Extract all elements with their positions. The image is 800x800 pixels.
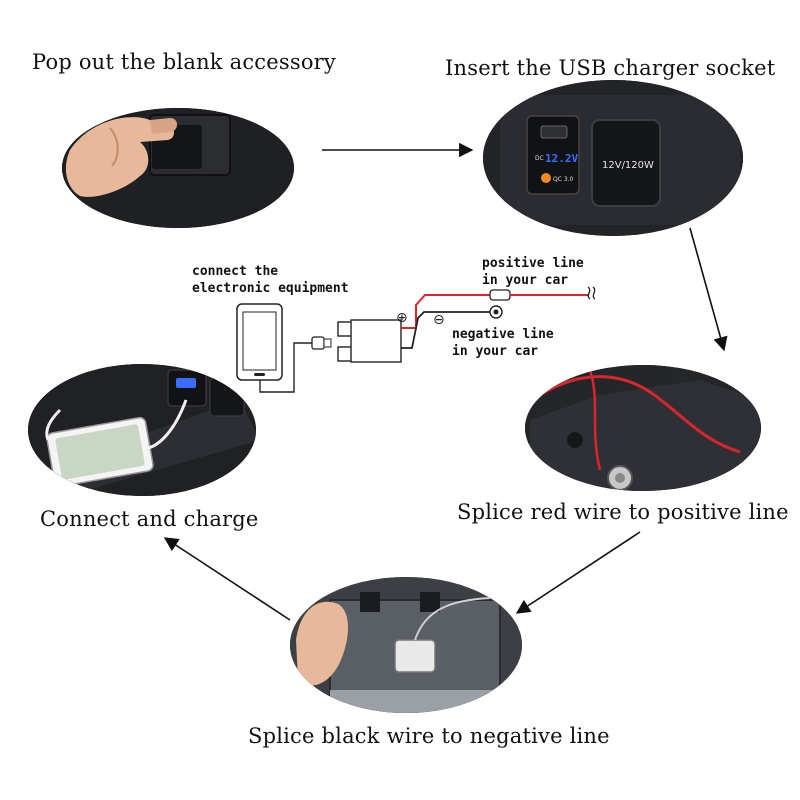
- socket-voltage-display: 12.2V: [545, 152, 578, 165]
- black-wire: [401, 311, 490, 349]
- socket-qc-label: QC 3.0: [553, 176, 574, 183]
- plus-symbol: ⊕: [396, 310, 408, 326]
- minus-symbol: ⊖: [433, 312, 445, 328]
- phone-cable: [259, 342, 312, 393]
- positive-line-label: positive line in your car: [482, 255, 584, 289]
- negative-line-label-line1: negative line: [452, 327, 554, 342]
- inline-fuse-icon: [489, 289, 511, 301]
- step-3-label: Splice red wire to positive line: [457, 500, 789, 524]
- socket-outlet-label: 12V/120W: [602, 160, 654, 171]
- arrow-step2-to-step3: [689, 227, 728, 352]
- device-label: connect the electronic equipment: [192, 263, 349, 297]
- socket-dc-label: DC: [535, 155, 544, 162]
- photo-splice-red-wire: [525, 365, 761, 491]
- positive-line-label-line2: in your car: [482, 273, 569, 288]
- step-5-label: Connect and charge: [40, 507, 259, 531]
- positive-line-label-line1: positive line: [482, 256, 584, 271]
- step-2-label: Insert the USB charger socket: [445, 56, 776, 80]
- arrow-step4-to-step5: [163, 537, 291, 621]
- negative-line-label: negative line in your car: [452, 326, 554, 360]
- photo-usb-socket: DC 12.2V QC 3.0 12V/120W: [483, 80, 743, 236]
- photo-pop-out-blank: [62, 108, 294, 228]
- wire-break-icon: [587, 286, 596, 300]
- wiring-schematic: ⊕ ⊖: [236, 286, 596, 393]
- photo-splice-black-wire: [290, 577, 522, 713]
- phone-icon: [236, 303, 283, 381]
- negative-line-label-line2: in your car: [452, 344, 539, 359]
- step-1-label: Pop out the blank accessory: [32, 50, 336, 74]
- step-4-label: Splice black wire to negative line: [248, 724, 610, 748]
- qc-port-icon: [541, 173, 551, 183]
- red-wire: [401, 294, 490, 329]
- device-label-line2: electronic equipment: [192, 281, 349, 296]
- usb-plug-icon: [311, 336, 332, 350]
- device-label-line1: connect the: [192, 264, 279, 279]
- charger-module-icon: [337, 319, 402, 363]
- photo-connect-charge: [28, 364, 256, 496]
- arrow-step3-to-step4: [515, 531, 641, 614]
